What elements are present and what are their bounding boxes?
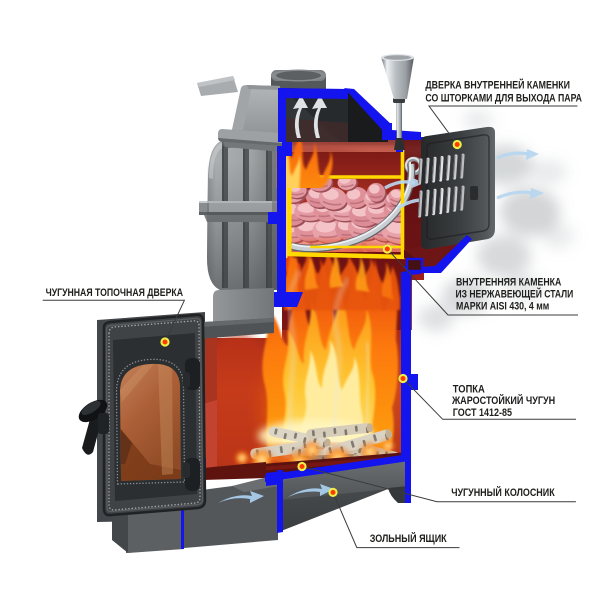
svg-text:СО ШТОРКАМИ ДЛЯ ВЫХОДА ПАРА: СО ШТОРКАМИ ДЛЯ ВЫХОДА ПАРА [425,93,582,105]
svg-text:ГОСТ 1412-85: ГОСТ 1412-85 [453,407,512,419]
svg-text:ТОПКА: ТОПКА [453,384,485,396]
svg-text:ВНУТРЕННЯЯ КАМЕНКА: ВНУТРЕННЯЯ КАМЕНКА [456,277,561,289]
svg-text:ЖАРОСТОЙКИЙ ЧУГУН: ЖАРОСТОЙКИЙ ЧУГУН [451,394,555,407]
svg-text:ЧУГУННАЯ ТОПОЧНАЯ ДВЕРКА: ЧУГУННАЯ ТОПОЧНАЯ ДВЕРКА [46,287,183,299]
svg-text:ИЗ НЕРЖАВЕЮЩЕЙ СТАЛИ: ИЗ НЕРЖАВЕЮЩЕЙ СТАЛИ [456,288,574,301]
svg-text:ЧУГУННЫЙ КОЛОСНИК: ЧУГУННЫЙ КОЛОСНИК [451,486,555,499]
svg-text:ЗОЛЬНЫЙ ЯЩИК: ЗОЛЬНЫЙ ЯЩИК [370,532,447,545]
svg-text:МАРКИ AISI 430, 4 мм: МАРКИ AISI 430, 4 мм [456,301,549,313]
svg-text:ДВЕРКА ВНУТРЕННЕЙ КАМЕНКИ: ДВЕРКА ВНУТРЕННЕЙ КАМЕНКИ [425,79,570,92]
